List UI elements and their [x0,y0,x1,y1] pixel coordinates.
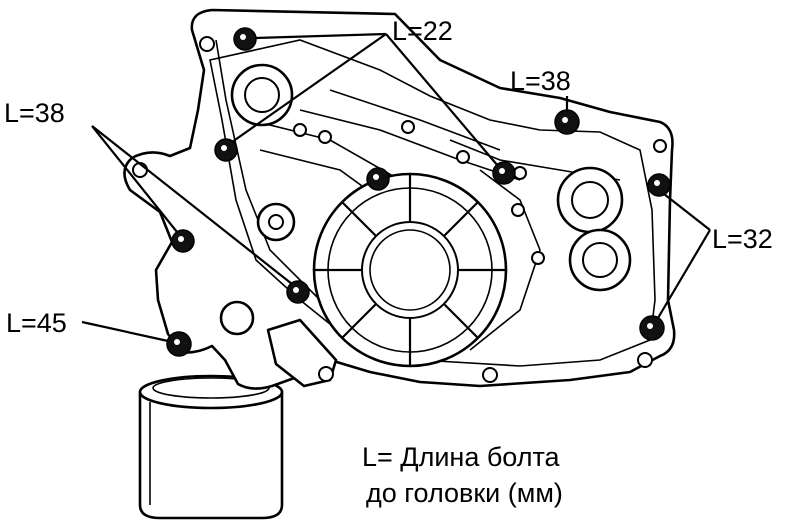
label-l32: L=32 [712,224,773,254]
bolt-icon [554,109,580,135]
bolt-icon [492,161,516,185]
bolt-icon [166,331,192,357]
leader-lines [81,32,711,343]
ports [219,63,632,388]
bolt-icon [233,27,257,51]
bolt-icon [286,280,310,304]
label-l22: L=22 [392,16,453,46]
bolt-icon [214,138,238,162]
legend-line-2: до головки (мм) [366,478,563,508]
label-l45: L=45 [6,308,67,338]
label-l38-top: L=38 [510,66,571,96]
rotor-housing [312,172,508,368]
legend-line-1: L= Длина болта [362,442,561,472]
bolt-icon [639,315,665,341]
mounting-holes [132,36,667,383]
bolt-icon [366,167,390,191]
bolt-icon [647,173,671,197]
label-l38-left: L=38 [4,98,65,128]
oil-filter [138,374,284,520]
bolt-icon [171,229,195,253]
